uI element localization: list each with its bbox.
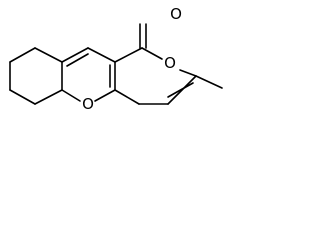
bond: [87, 47, 116, 63]
methyl-bond: [195, 75, 223, 89]
bond: [9, 89, 36, 105]
bond: [61, 89, 81, 102]
bond: [9, 47, 36, 63]
bond: [66, 53, 89, 67]
carbonyl-group: [139, 23, 147, 49]
ring-oxygen-label-pyranone: O: [164, 54, 176, 72]
chemical-structure-diagram: O O O: [9, 5, 223, 113]
bond: [167, 82, 194, 98]
ring-oxygen-label-pyran: O: [82, 95, 94, 113]
bond: [34, 89, 63, 105]
cyclohexane-ring: [9, 47, 63, 105]
bond: [141, 47, 163, 60]
bond: [34, 47, 63, 63]
bond: [179, 69, 197, 77]
pyranone-ring: [114, 47, 197, 105]
bond: [114, 89, 140, 105]
bond: [114, 47, 143, 63]
pyran-ring: [61, 47, 116, 102]
bond: [94, 89, 116, 102]
bond: [61, 47, 89, 63]
carbonyl-oxygen-label: O: [170, 5, 182, 23]
